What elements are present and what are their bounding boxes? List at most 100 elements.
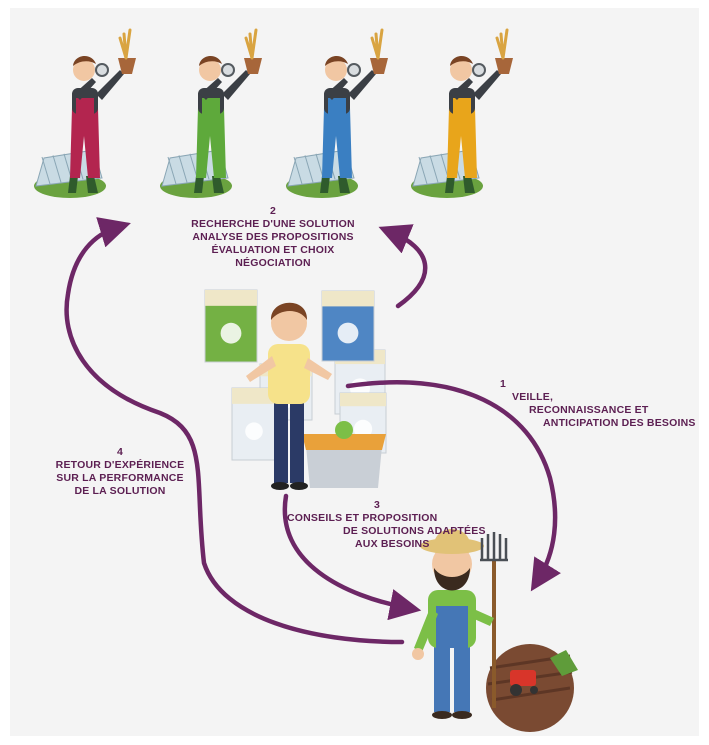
step-4-number: 4 (116, 446, 124, 458)
step-4-label: 4 Retour d'expérience sur la performance… (40, 446, 200, 498)
seed-bag-icon (231, 387, 277, 461)
diagram-canvas: 2 Recherche d'une solution analyse des p… (10, 8, 699, 736)
hat-crown (434, 529, 470, 544)
seed-bag-icon (321, 290, 375, 362)
bib (453, 98, 471, 114)
beard (434, 568, 470, 591)
leg-left (274, 401, 288, 483)
wheat-plant-icon (244, 28, 258, 60)
hair (270, 302, 308, 320)
plant-pot (495, 58, 513, 74)
advisor-figure (246, 302, 332, 490)
leg-left (434, 640, 450, 712)
magnifier-icon (221, 63, 235, 77)
boot-right (463, 176, 475, 193)
pitchfork-icon (480, 532, 508, 562)
shoe-right (290, 482, 308, 490)
arm-raised (96, 70, 124, 100)
step-2-line-1: Recherche d'une solution (191, 218, 355, 230)
arm-right (304, 358, 332, 380)
supplier-person (320, 28, 388, 193)
hair (199, 55, 222, 66)
plant-pot (370, 58, 388, 74)
head (432, 544, 472, 584)
certified-seal-icon (245, 422, 263, 441)
tractor-icon (510, 670, 536, 686)
step-1-line-3: anticipation des besoins (543, 417, 696, 429)
head (271, 305, 307, 341)
leg-right (454, 640, 470, 712)
diagram-graphics (34, 28, 578, 732)
greenhouse-rib (41, 156, 51, 185)
step-3-number: 3 (374, 499, 381, 511)
hair (450, 55, 473, 66)
bag-top (232, 388, 276, 404)
arrow-step-4 (64, 217, 405, 645)
step-4-line-1: Retour d'expérience (55, 459, 185, 471)
advisor-with-seed-bags-icon (204, 289, 387, 490)
certified-seal-icon (353, 419, 373, 439)
arm-magnifier (451, 78, 473, 100)
wheat-plant-icon (370, 28, 384, 60)
step-2-line-2: analyse des propositions (192, 231, 354, 243)
arm-raised (473, 70, 501, 100)
supplier-person (68, 28, 136, 193)
supplier-3-icon (286, 28, 388, 198)
bag-top (340, 393, 386, 407)
hand-left (412, 648, 424, 660)
step-2-line-4: négociation (235, 257, 311, 269)
step-1-label: 1 Veille, reconnaissance et anticipation… (430, 378, 709, 430)
greenhouse-rib (293, 156, 303, 185)
certified-seal-icon (337, 322, 359, 344)
tractor-wheel (530, 686, 538, 694)
bib (202, 98, 220, 114)
hair (325, 55, 348, 66)
tractor-wheel (510, 684, 522, 696)
head (199, 59, 221, 81)
seed-bag-icon (204, 289, 258, 363)
head (450, 59, 472, 81)
leg-right (290, 401, 304, 483)
boot-left (68, 176, 78, 193)
step-3-line-1: Conseils et proposition (287, 512, 438, 524)
greenhouse-rib (178, 155, 188, 183)
store-awning (302, 434, 386, 450)
supplier-person (194, 28, 262, 193)
step-2-label: 2 Recherche d'une solution analyse des p… (173, 205, 373, 270)
greenhouse-rib (304, 155, 314, 183)
step-2-number: 2 (269, 205, 277, 217)
head (325, 59, 347, 81)
magnifier-icon (472, 63, 486, 77)
boot-left (445, 176, 455, 193)
arm-right (472, 610, 494, 626)
certified-seal-icon (220, 322, 242, 344)
bib (436, 606, 468, 648)
boot-left (432, 711, 452, 719)
supplier-person (445, 28, 513, 193)
overalls (196, 108, 226, 178)
supplier-4-icon (411, 28, 513, 198)
wheat-plant-icon (118, 28, 132, 60)
field-grass (550, 650, 578, 676)
boot-left (320, 176, 330, 193)
store-sign (335, 421, 353, 439)
farmer-with-pitchfork-icon (412, 529, 578, 732)
overalls (447, 108, 477, 178)
head (73, 59, 95, 81)
arm-magnifier (326, 78, 348, 100)
farm-store-icon (302, 421, 386, 488)
boot-right (86, 176, 98, 193)
step-3-label: 3 Conseils et proposition de solutions a… (287, 499, 486, 551)
arrow-step-3 (282, 493, 422, 621)
hair (73, 55, 96, 66)
boot-right (338, 176, 350, 193)
arm-magnifier (200, 78, 222, 100)
arrow-step-2 (378, 224, 428, 309)
supplier-row (34, 28, 513, 198)
overalls (70, 108, 100, 178)
boot-right (212, 176, 224, 193)
greenhouse-rib (418, 156, 428, 185)
arm-left (246, 356, 276, 382)
field-with-tractor-icon (486, 644, 578, 732)
step-3-line-2: de solutions adaptées (343, 525, 486, 537)
